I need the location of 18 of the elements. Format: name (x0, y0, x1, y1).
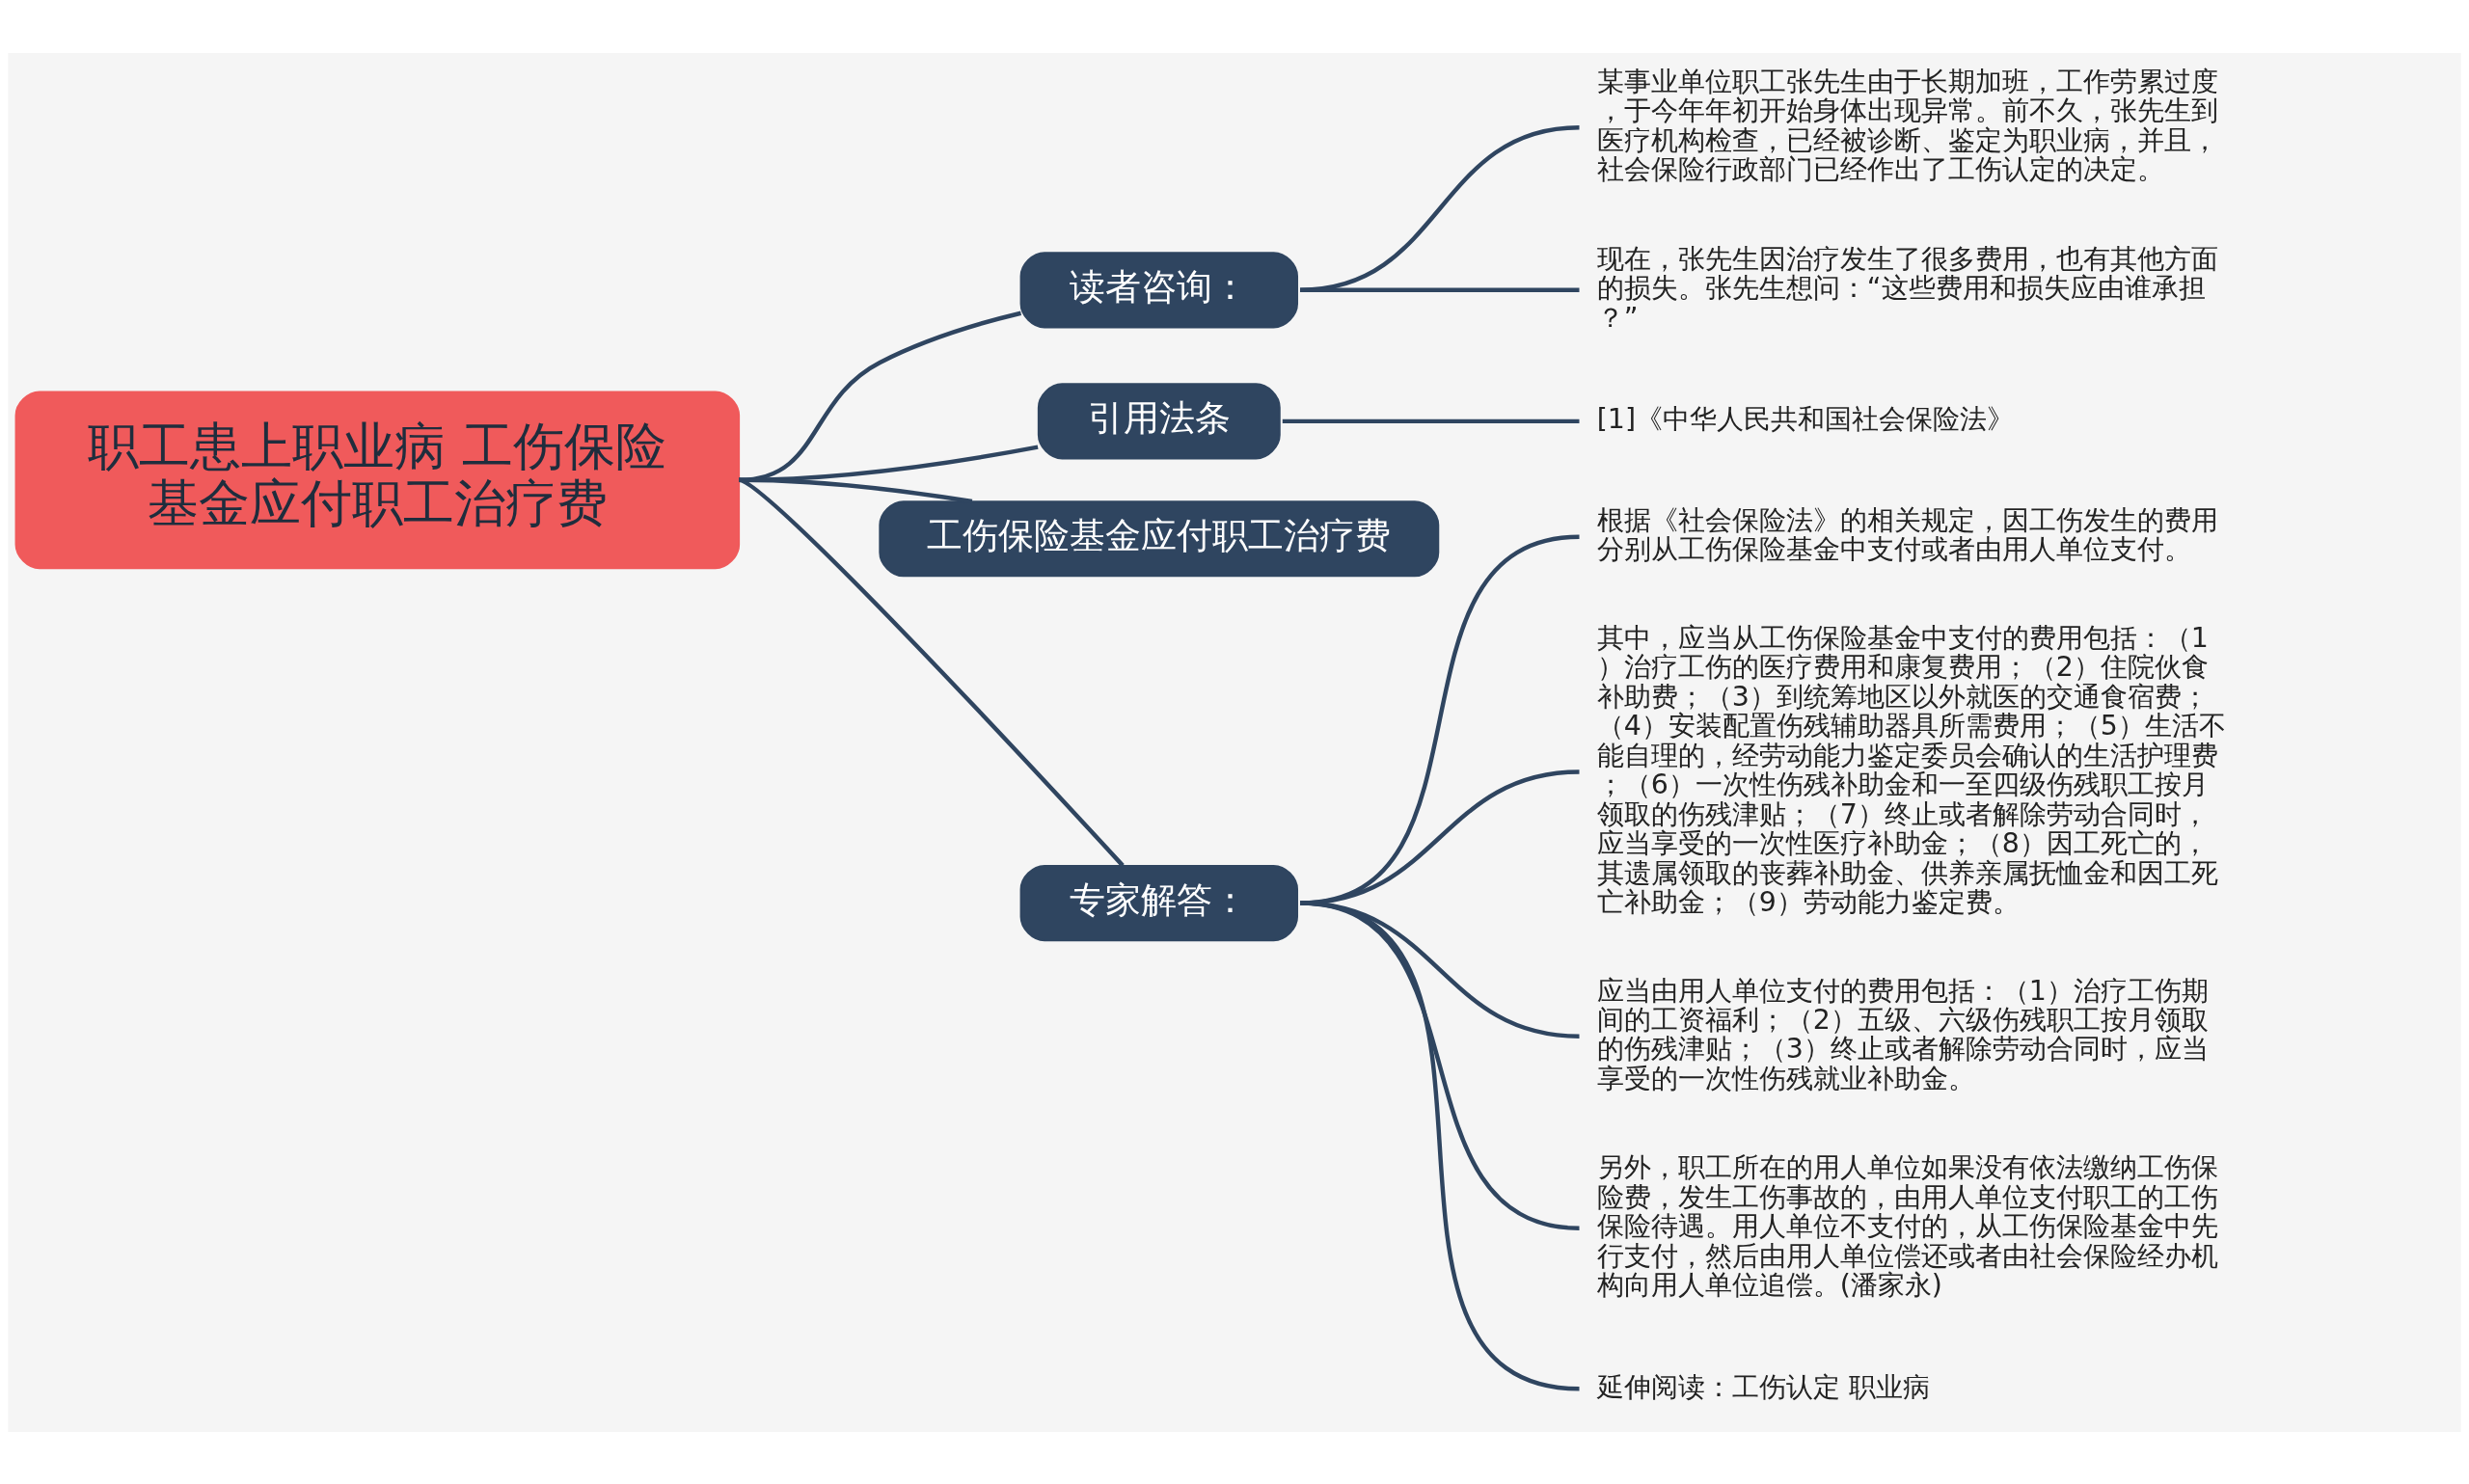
node-text: 某事业单位职工张先生由于长期加班，工作劳累过度，于今年年初开始身体出现异常。前不久，张先生到医疗机构检查，已经被诊断、鉴定为职业病，并且，社会保险行政部门已经作出了工伤认定的决定。 (1596, 65, 2218, 185)
node-box: 工伤保险基金应付职工治疗费 (879, 499, 1440, 577)
connector (1300, 287, 1580, 292)
node-text: 应当由用人单位支付的费用包括：（1）治疗工伤期间的工资福利；（2）五级、六级伤残职工按月领取的伤残津贴；（3）终止或者解除劳动合同时，应当享受的一次性伤残就业补助金。 (1596, 974, 2209, 1094)
connector (1299, 124, 1580, 292)
node-text: 根据《社会保险法》的相关规定，因工伤发生的费用分别从工伤保险基金中支付或者由用人单位支付。 (1596, 503, 2218, 565)
node-box: 专家解答： (1019, 864, 1298, 941)
node-text: 现在，张先生因治疗发生了很多费用，也有其他方面的损失。张先生想问：“这些费用和损失应由谁承担？” (1596, 242, 2218, 334)
node-box: 引用法条 (1037, 382, 1281, 459)
node-text: 其中，应当从工伤保险基金中支付的费用包括：（1）治疗工伤的医疗费用和康复费用；（2）住院伙食补助费；（3）到统筹地区以外就医的交通食宿费；（4）安装配置伤残辅助器具所需费用；（5）生活不能自理的，经劳动能力鉴定委员会确认的生活护理费；（6）一次性伤残补助金和一至四级伤残职工按月领取的伤残津贴；（7）终止或者解除劳动合同时，应当享受的一次性医疗补助金；（8）因工死亡的，其遗属领取的丧葬补助金、供养亲属抚恤金和因工死亡补助金；（9）劳动能力鉴定费。 (1596, 621, 2226, 918)
connector (738, 477, 1125, 867)
node-text: 延伸阅读：工伤认定 职业病 (1596, 1370, 1930, 1403)
node-box: 读者咨询： (1019, 251, 1298, 328)
connector (1282, 418, 1580, 423)
node-text: [1]《中华人民共和国社会保险法》 (1596, 402, 2015, 435)
connector (1299, 900, 1580, 1390)
node-text: 另外，职工所在的用人单位如果没有依法缴纳工伤保险费，发生工伤事故的，由用人单位支付职工的工伤保险待遇。用人单位不支付的，从工伤保险基金中先行支付，然后由用人单位偿还或者由社会保险经办机构向用人单位追偿。(潘家永) (1596, 1150, 2218, 1301)
node-box: 职工患上职业病 工伤保险基金应付职工治疗费 (14, 390, 741, 569)
